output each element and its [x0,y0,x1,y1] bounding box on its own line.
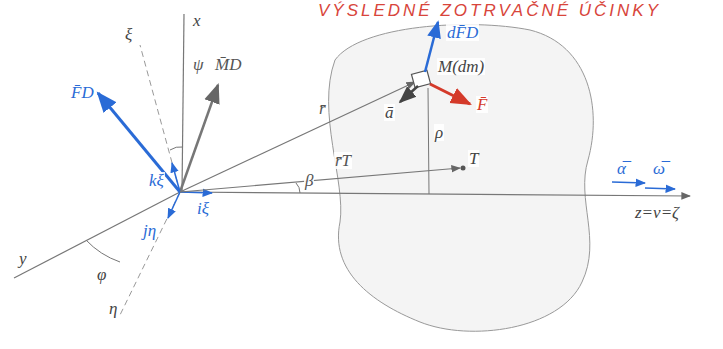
unit-vector-k [172,163,180,192]
axis-label: ξ [124,26,133,43]
vector-label: r̄ [318,100,327,117]
vector-label: F̄D [70,84,95,101]
beta-arc [296,183,300,193]
rigid-body-outline [329,25,594,332]
vector-label: α̅ [616,160,627,177]
centroid-vector [180,168,460,192]
mass-element [411,70,430,88]
vector-label: dF̄D [446,24,479,41]
x-axis [182,14,184,192]
unit-vector-label: jη [142,222,157,239]
vector-label: M̄D [214,56,242,73]
vector-label: F̄ [476,96,488,113]
angle-label: ψ [192,56,205,73]
vector-label: r̄T [334,152,352,169]
psi-arc [170,147,183,150]
angular-velocity-arrow [645,188,675,189]
inertia-force-vector [98,93,180,192]
acceleration-vector [400,86,418,102]
point-label: T [468,150,479,167]
vector-label: ω̅ [652,160,666,177]
position-vector [180,82,415,192]
axis-label: y [18,250,28,267]
unit-vector-j [168,192,180,218]
axis-label: η [108,300,118,317]
diagram-title: VÝSLEDNÉ ZOTRVAČNÉ ÚČINKY [318,2,661,19]
centroid-point [461,166,466,171]
z-axis [180,192,690,196]
inertia-moment-vector [180,85,218,192]
angular-acceleration-arrow [612,182,645,183]
dimension-label: ρ [434,124,444,141]
eta-axis [120,192,180,315]
axis-label: x [192,12,202,29]
radius-line [428,88,429,194]
angle-label: φ [96,266,107,283]
unit-vector-label: iξ [196,200,210,217]
phi-arc [86,240,120,262]
angle-label: β [304,172,314,189]
red-force-vector [430,84,470,104]
axis-label: z=v=ζ [634,204,680,221]
element-label: M(dm) [437,58,485,75]
unit-vector-label: kξ [148,172,165,189]
vector-label: ā [384,104,395,121]
